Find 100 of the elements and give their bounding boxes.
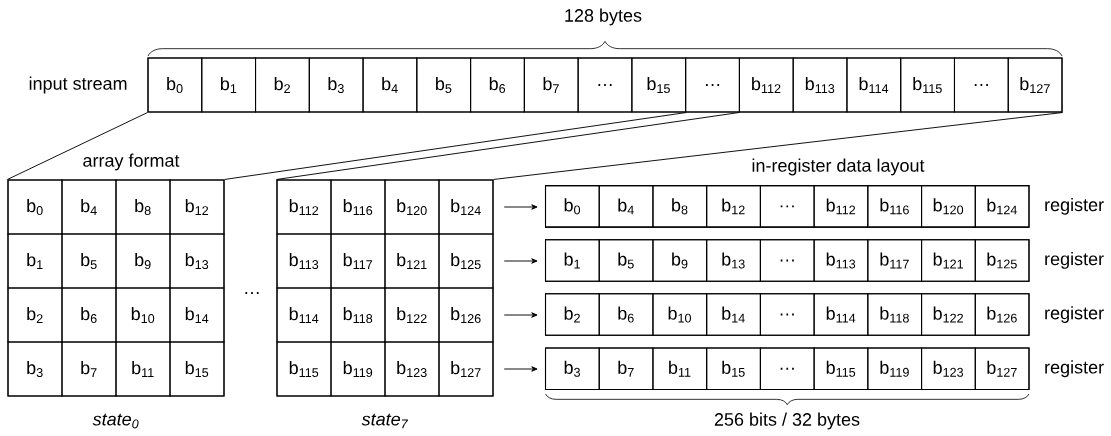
byte-cell: b$_{4}$ [362, 57, 418, 113]
byte-cell: b$_{6}$ [61, 287, 117, 343]
byte-cell: b$_{119}$ [867, 347, 923, 391]
byte-cell: b$_{118}$ [330, 287, 386, 343]
byte-cell: b$_{14}$ [706, 293, 761, 336]
projection-line [493, 112, 1063, 180]
arrow [503, 204, 538, 210]
byte-cell: b$_{113}$ [792, 57, 848, 113]
brace-label: 128 bytes [565, 8, 642, 26]
byte-cell: b$_{118}$ [867, 293, 923, 336]
byte-cell: b$_{4}$ [61, 179, 117, 235]
byte-cell: b$_{7}$ [598, 347, 654, 391]
byte-cell: b$_{114}$ [813, 293, 869, 336]
byte-cell: b$_{115}$ [276, 341, 332, 397]
byte-cell: b$_{120}$ [921, 185, 976, 228]
byte-cell: b$_{15}$ [631, 57, 687, 113]
byte-cell: b$_{126}$ [974, 293, 1030, 336]
arrow [503, 312, 538, 318]
byte-cell: b$_{13}$ [706, 239, 761, 282]
node-label: register [1045, 197, 1104, 215]
byte-cell: b$_{13}$ [169, 233, 225, 289]
byte-cell: b$_{115}$ [813, 347, 869, 391]
byte-cell: b$_{14}$ [169, 287, 225, 343]
byte-cell: b$_{2}$ [7, 287, 63, 343]
byte-cell: b$_{125}$ [974, 239, 1030, 282]
byte-cell: b$_{119}$ [330, 341, 386, 397]
byte-cell: b$_{12}$ [169, 179, 225, 235]
byte-cell: b$_{127}$ [1007, 57, 1063, 113]
byte-cell: … [577, 57, 633, 113]
byte-cell: … [759, 347, 815, 391]
projection-line [7, 112, 148, 180]
byte-cell: b$_{123}$ [384, 341, 440, 397]
byte-cell: b$_{113}$ [276, 233, 332, 289]
byte-cell: b$_{122}$ [921, 293, 976, 336]
byte-cell: … [685, 57, 740, 113]
heading: in-register data layout [752, 158, 925, 176]
byte-cell: b$_{117}$ [330, 233, 386, 289]
byte-cell: b$_{124}$ [974, 185, 1030, 228]
byte-cell: b$_{122}$ [384, 287, 440, 343]
byte-cell: b$_{1}$ [544, 239, 600, 282]
byte-cell: b$_{11}$ [652, 347, 708, 391]
byte-cell: b$_{5}$ [598, 239, 654, 282]
byte-cell: b$_{121}$ [921, 239, 976, 282]
byte-cell: b$_{15}$ [169, 341, 225, 397]
node-label: register [1045, 252, 1104, 269]
node-label: state$_{7}$ [361, 413, 409, 429]
byte-cell: b$_{125}$ [438, 233, 494, 289]
byte-cell: b$_{7}$ [61, 341, 117, 397]
byte-cell: b$_{10}$ [115, 287, 171, 343]
byte-cell: b$_{5}$ [61, 233, 117, 289]
byte-cell: b$_{116}$ [330, 179, 386, 235]
byte-cell: b$_{2}$ [544, 293, 600, 336]
byte-cell: b$_{6}$ [470, 57, 525, 113]
byte-cell: b$_{10}$ [652, 293, 708, 336]
byte-cell: b$_{5}$ [416, 57, 472, 113]
arrow [503, 366, 538, 372]
byte-cell: b$_{2}$ [255, 57, 310, 113]
byte-cell: b$_{8}$ [115, 179, 171, 235]
byte-cell: b$_{4}$ [598, 185, 654, 228]
byte-cell: b$_{1}$ [201, 57, 257, 113]
projection-line [276, 112, 740, 180]
byte-cell: b$_{15}$ [706, 347, 761, 391]
byte-cell: b$_{112}$ [276, 179, 332, 235]
byte-cell: b$_{114}$ [276, 287, 332, 343]
byte-cell: b$_{6}$ [598, 293, 654, 336]
node-label: register [1045, 306, 1104, 323]
byte-cell: b$_{12}$ [706, 185, 761, 228]
byte-cell: b$_{3}$ [544, 347, 600, 391]
byte-cell: b$_{0}$ [7, 179, 63, 235]
node-label: input stream [29, 76, 127, 94]
byte-cell: b$_{127}$ [974, 347, 1030, 391]
byte-cell: … [759, 185, 815, 228]
byte-cell: b$_{120}$ [384, 179, 440, 235]
byte-cell: b$_{126}$ [438, 287, 494, 343]
byte-cell: b$_{0}$ [544, 185, 600, 228]
byte-cell: b$_{11}$ [115, 341, 171, 397]
byte-cell: … [759, 239, 815, 282]
byte-cell: b$_{115}$ [900, 57, 955, 113]
brace-label: 256 bits / 32 bytes [714, 412, 860, 430]
byte-cell: b$_{112}$ [738, 57, 794, 113]
byte-cell: b$_{8}$ [652, 185, 708, 228]
byte-cell: b$_{7}$ [523, 57, 579, 113]
byte-cell: b$_{121}$ [384, 233, 440, 289]
byte-cell: b$_{3}$ [308, 57, 364, 113]
byte-cell: b$_{116}$ [867, 185, 923, 228]
byte-cell: b$_{3}$ [7, 341, 63, 397]
byte-cell: b$_{1}$ [7, 233, 63, 289]
byte-cell: b$_{114}$ [846, 57, 902, 113]
byte-cell: b$_{123}$ [921, 347, 976, 391]
byte-cell: b$_{112}$ [813, 185, 869, 228]
heading: array format [83, 153, 180, 171]
byte-cell: b$_{113}$ [813, 239, 869, 282]
byte-cell: b$_{9}$ [115, 233, 171, 289]
byte-cell: … [953, 57, 1009, 113]
ellipsis: … [245, 292, 259, 294]
node-label: register [1045, 360, 1104, 378]
node-label: state$_{0}$ [92, 413, 139, 429]
projection-line [224, 112, 687, 180]
byte-cell: b$_{127}$ [438, 341, 494, 397]
byte-cell: b$_{9}$ [652, 239, 708, 282]
